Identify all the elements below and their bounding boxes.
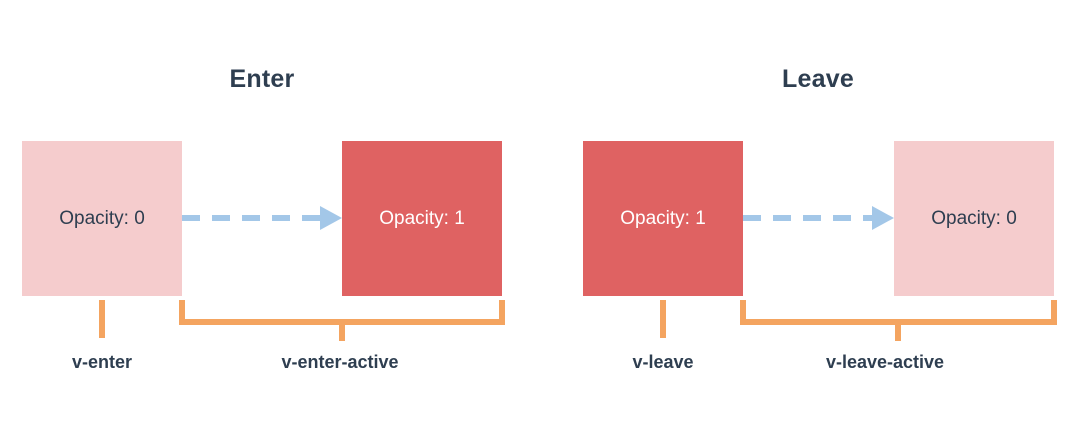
v-enter-active-tick-marker [339, 322, 345, 341]
class-label-v-leave: v-leave [632, 352, 694, 372]
class-label-v-leave-active: v-leave-active [825, 352, 945, 372]
panel-title-leave: Leave [782, 65, 854, 93]
leave-transition-arrow [743, 206, 894, 230]
enter-start-state-box: Opacity: 0 [22, 141, 182, 296]
enter-transition-arrow [182, 206, 342, 230]
enter-start-opacity-label: Opacity: 0 [59, 208, 145, 229]
class-label-v-enter: v-enter [71, 352, 133, 372]
leave-end-opacity-label: Opacity: 0 [931, 208, 1017, 229]
arrow-head-icon [320, 206, 342, 230]
leave-start-state-box: Opacity: 1 [583, 141, 743, 296]
arrow-head-icon [872, 206, 894, 230]
class-label-v-enter-active: v-enter-active [281, 352, 399, 372]
v-leave-active-tick-marker [895, 322, 901, 341]
dashed-line-icon [743, 215, 872, 221]
dashed-line-icon [182, 215, 320, 221]
v-enter-tick-marker [99, 300, 105, 338]
enter-end-opacity-label: Opacity: 1 [379, 208, 465, 229]
leave-end-state-box: Opacity: 0 [894, 141, 1054, 296]
leave-start-opacity-label: Opacity: 1 [620, 208, 706, 229]
v-leave-tick-marker [660, 300, 666, 338]
enter-end-state-box: Opacity: 1 [342, 141, 502, 296]
panel-title-enter: Enter [229, 65, 295, 93]
